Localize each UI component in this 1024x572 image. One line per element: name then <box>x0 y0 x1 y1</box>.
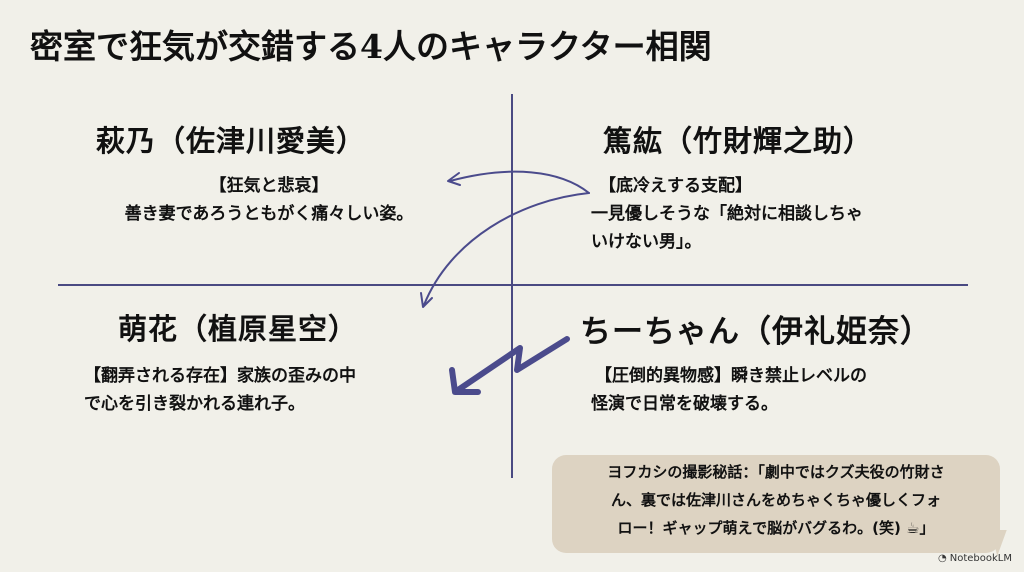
watermark-label: NotebookLM <box>949 553 1012 564</box>
notebooklm-watermark: ◔NotebookLM <box>938 553 1012 564</box>
character-tag-hagino: 【狂気と悲哀】 <box>209 176 329 196</box>
character-desc-moeka-line1: 【翻弄される存在】家族の歪みの中 <box>84 366 356 386</box>
zigzag-arrow-to-moeka <box>449 336 570 395</box>
arrow-to-hagino <box>449 170 590 194</box>
character-desc-atsuhiro-line1: 一見優しそうな「絶対に相談しちゃ <box>591 204 863 224</box>
character-name-chichan: ちーちゃん（伊礼姫奈） <box>580 314 932 350</box>
horizontal-axis <box>58 284 968 286</box>
character-desc-chichan-line1: 【圧倒的異物感】瞬き禁止レベルの <box>595 366 867 386</box>
page-title: 密室で狂気が交錯する4人のキャラクター相関 <box>30 27 712 66</box>
character-name-atsuhiro: 篤紘（竹財輝之助） <box>603 124 874 158</box>
character-tag-atsuhiro: 【底冷えする支配】 <box>599 176 752 196</box>
character-desc-atsuhiro-line2: いけない男」。 <box>591 232 702 252</box>
notebooklm-logo-icon: ◔ <box>938 553 947 564</box>
character-desc-chichan-line2: 怪演で日常を破壊する。 <box>591 394 778 414</box>
arrow-to-moeka <box>423 192 590 306</box>
bubble-line-2: ん、裏では佐津川さんをめちゃくちゃ優しくフォ <box>610 491 941 509</box>
character-name-hagino: 萩乃（佐津川愛美） <box>96 124 367 158</box>
character-name-moeka: 萌花（植原星空） <box>118 312 359 346</box>
vertical-axis <box>511 94 513 478</box>
speech-bubble: ヨフカシの撮影秘話：「劇中ではクズ夫役の竹財さ ん、裏では佐津川さんをめちゃくち… <box>552 455 1000 553</box>
bubble-line-3: ロー！ギャップ萌えで脳がバグるわ。(笑) ☕」 <box>617 519 935 537</box>
bubble-line-1: ヨフカシの撮影秘話：「劇中ではクズ夫役の竹財さ <box>607 463 945 481</box>
character-desc-moeka-line2: で心を引き裂かれる連れ子。 <box>84 394 305 414</box>
character-desc-hagino: 善き妻であろうともがく痛々しい姿。 <box>124 204 414 224</box>
